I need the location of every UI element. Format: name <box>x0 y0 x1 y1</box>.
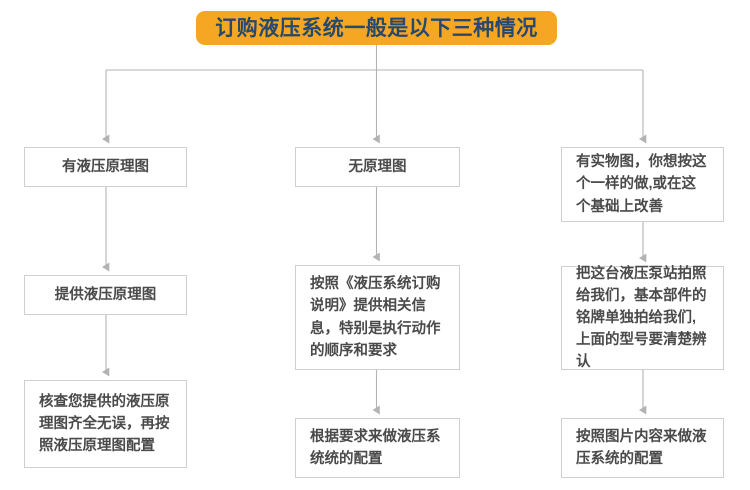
node-label: 有实物图，你想按这个一样的做,或在这个基础上改善 <box>576 154 707 215</box>
node-send-photos: 把这台液压泵站拍照给我们，基本部件的铭牌单独拍给我们,上面的型号要清楚辨认 <box>561 266 724 370</box>
node-label: 无原理图 <box>348 158 407 175</box>
node-label: 按照《液压系统订购说明》提供相关信息，特别是执行动作的顺序和要求 <box>310 276 441 359</box>
node-label: 按照图片内容来做液压系统的配置 <box>576 428 707 467</box>
page-title: 订购液压系统一般是以下三种情况 <box>215 16 538 40</box>
node-label: 有液压原理图 <box>62 158 149 175</box>
node-has-photo: 有实物图，你想按这个一样的做,或在这个基础上改善 <box>561 147 724 222</box>
node-label: 核查您提供的液压原理图齐全无误，再按照液压原理图配置 <box>39 393 170 455</box>
node-no-schematic: 无原理图 <box>295 147 460 187</box>
node-label: 根据要求来做液压系统统的配置 <box>310 428 441 467</box>
node-order-instructions: 按照《液压系统订购说明》提供相关信息，特别是执行动作的顺序和要求 <box>295 265 460 370</box>
node-has-schematic: 有液压原理图 <box>24 147 187 187</box>
node-verify-schematic: 核查您提供的液压原理图齐全无误，再按照液压原理图配置 <box>24 380 187 468</box>
node-label: 提供液压原理图 <box>54 286 157 303</box>
node-config-by-photo: 按照图片内容来做液压系统的配置 <box>561 418 724 478</box>
flowchart-title-pill: 订购液压系统一般是以下三种情况 <box>196 11 557 45</box>
node-label: 把这台液压泵站拍照给我们，基本部件的铭牌单独拍给我们,上面的型号要清楚辨认 <box>576 265 707 371</box>
node-config-by-requirements: 根据要求来做液压系统统的配置 <box>295 418 460 478</box>
node-provide-schematic: 提供液压原理图 <box>24 275 187 315</box>
